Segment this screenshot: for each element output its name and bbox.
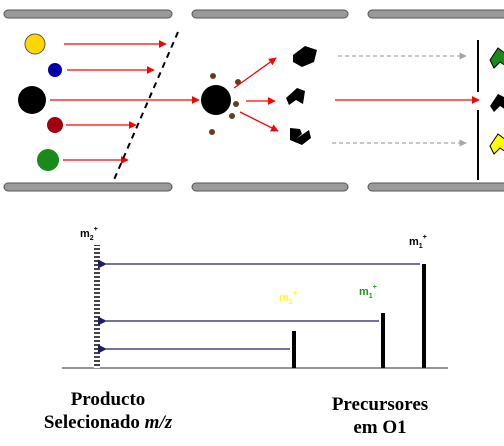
fragment-shape — [290, 128, 311, 145]
precursor-mass-label-green: m1+ — [359, 284, 377, 300]
gas-particle — [233, 101, 239, 107]
q3-arrows — [332, 52, 480, 147]
quadrupole-rods — [3, 9, 504, 192]
precursor-label: Precursores em O1 — [300, 393, 460, 439]
yellow-fragment — [489, 133, 504, 155]
precursor-label-line1: Precursores — [331, 394, 429, 415]
rod-q3-bottom — [367, 182, 504, 192]
blue-ion — [48, 63, 62, 77]
q1-ions — [18, 33, 63, 171]
product-label: Producto Selecionado m/z — [8, 388, 208, 434]
rod-q1-top — [3, 9, 173, 19]
product-label-line2: Selecionado m/z — [43, 412, 173, 433]
rod-q3-top — [367, 9, 504, 19]
fragment-shape — [286, 88, 305, 105]
rod-q2-bottom — [191, 182, 349, 192]
rod-q2-top — [191, 9, 349, 19]
green-ion — [37, 149, 59, 171]
precursor-mass-label-black: m1+ — [409, 234, 427, 250]
q1-ion-arrows — [50, 40, 200, 164]
fragment-shape — [293, 46, 317, 67]
gas-particle — [229, 113, 235, 119]
q3-fragments — [489, 47, 504, 155]
precursor-ion-collision — [201, 85, 231, 115]
precursor-peak-black — [422, 264, 426, 368]
green-fragment — [489, 47, 504, 69]
precursor-label-line2: em O1 — [353, 417, 407, 438]
product-label-line1: Producto — [70, 389, 146, 410]
gas-particle — [210, 73, 216, 79]
product-mass-label: m2+ — [80, 226, 98, 242]
mass-filter-line — [112, 31, 179, 183]
collision-cell — [201, 46, 317, 145]
precursor-peak-green — [381, 313, 385, 368]
rod-q1-bottom — [3, 182, 173, 192]
yellow-ion — [24, 33, 46, 55]
black-fragment — [490, 94, 504, 112]
product-peak — [94, 245, 100, 368]
precursor-mass-label-yellow: m1+ — [279, 290, 297, 306]
precursor-peak-yellow — [292, 331, 296, 368]
red-ion — [47, 117, 63, 133]
fragment-arrow-up — [233, 57, 277, 89]
spectrum: m2+ m1+ m1+ m1+ — [62, 226, 448, 369]
fragment-arrow-down — [239, 111, 279, 132]
black-ion — [18, 86, 46, 114]
gas-particle — [209, 129, 215, 135]
